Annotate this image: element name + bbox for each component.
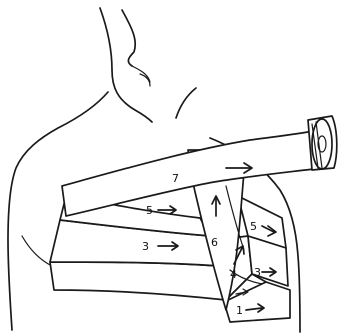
bandage-turn-7 <box>62 130 322 216</box>
label-3-left: 3 <box>142 240 149 253</box>
label-7: 7 <box>172 172 179 185</box>
neck-outline <box>100 8 152 122</box>
label-5-right: 5 <box>250 220 257 233</box>
axilla-line <box>22 236 52 266</box>
label-1: 1 <box>236 304 243 317</box>
neck-right-outline <box>176 88 196 118</box>
bandage-turn-1-lower <box>50 262 226 300</box>
chin-outline <box>122 10 135 66</box>
label-6: 6 <box>211 236 218 249</box>
jaw-detail <box>140 74 150 86</box>
label-5-left: 5 <box>146 204 153 217</box>
label-3-right: 3 <box>254 266 261 279</box>
label-4: 4 <box>230 268 237 281</box>
